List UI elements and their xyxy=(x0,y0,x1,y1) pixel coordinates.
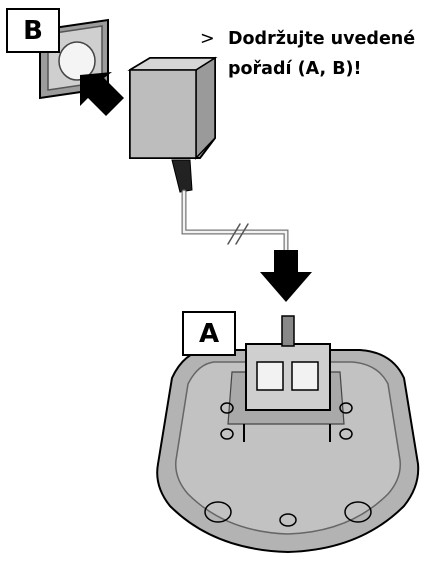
instruction-text: > Dodržujte uvedené pořadí (A, B)! xyxy=(200,24,440,84)
charging-base xyxy=(156,315,420,554)
base-label: A xyxy=(182,311,236,356)
instruction-label: Dodržujte uvedené pořadí (A, B)! xyxy=(228,29,416,79)
power-adapter xyxy=(127,56,218,193)
arrow-icon xyxy=(80,72,124,116)
power-cable xyxy=(181,189,289,253)
socket-label: B xyxy=(6,8,60,53)
arrow-down-icon xyxy=(260,250,312,302)
list-marker: > xyxy=(200,29,215,49)
